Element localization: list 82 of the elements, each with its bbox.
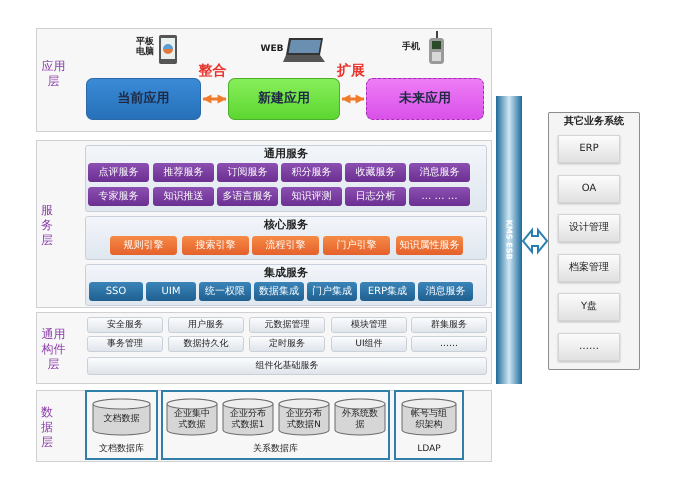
layer-label: 通用构件层 bbox=[41, 327, 66, 372]
service-group-panel bbox=[85, 216, 487, 260]
application-box: 未来应用 bbox=[366, 78, 484, 120]
integration-button: 数据集成 bbox=[254, 282, 304, 301]
double-arrow bbox=[341, 94, 365, 104]
service-button: 收藏服务 bbox=[345, 163, 406, 182]
system-box: Y盘 bbox=[558, 293, 620, 321]
service-button: 知识推送 bbox=[153, 187, 214, 206]
engine-button: 规则引擎 bbox=[110, 236, 177, 255]
device-label: 手机 bbox=[401, 43, 421, 53]
integration-button: 统一权限 bbox=[199, 282, 251, 301]
database-label: LDAP bbox=[416, 444, 442, 454]
layer-panel bbox=[36, 390, 492, 462]
service-button: 点评服务 bbox=[88, 163, 149, 182]
component-box: 元数据管理 bbox=[249, 317, 325, 333]
component-box: 数据持久化 bbox=[168, 336, 244, 352]
system-box: ERP bbox=[558, 135, 620, 163]
database-label: 关系数据库 bbox=[252, 444, 299, 454]
group-heading: 集成服务 bbox=[264, 267, 308, 280]
layer-panel bbox=[36, 312, 492, 384]
layer-label: 服务层 bbox=[41, 203, 53, 248]
service-button: 推荐服务 bbox=[153, 163, 214, 182]
system-box: 档案管理 bbox=[558, 254, 620, 282]
edge-label: 扩展 bbox=[337, 62, 365, 80]
integration-button: 消息服务 bbox=[418, 282, 473, 301]
service-button: 专家服务 bbox=[88, 187, 149, 206]
service-button: … … … bbox=[409, 187, 470, 206]
engine-button: 搜索引擎 bbox=[182, 236, 249, 255]
service-group-panel bbox=[85, 264, 487, 306]
service-button: 积分服务 bbox=[281, 163, 342, 182]
database-cylinder: 帐号与组织架构 bbox=[401, 398, 457, 436]
component-box: 定时服务 bbox=[249, 336, 325, 352]
engine-button: 门户引擎 bbox=[323, 236, 390, 255]
integration-button: 门户集成 bbox=[307, 282, 357, 301]
service-bus-bar bbox=[496, 96, 522, 384]
database-cylinder: 文档数据 bbox=[92, 398, 151, 436]
service-group-panel bbox=[85, 145, 487, 212]
layer-label: 数据层 bbox=[41, 405, 53, 450]
component-box: UI组件 bbox=[331, 336, 407, 352]
database-group-frame bbox=[161, 390, 390, 460]
database-group-frame bbox=[394, 390, 464, 460]
integration-button: UIM bbox=[146, 282, 196, 301]
component-box: 事务管理 bbox=[87, 336, 163, 352]
database-group-frame bbox=[85, 390, 158, 460]
database-cylinder: 企业分布式数据N bbox=[278, 398, 330, 436]
service-button: 多语言服务 bbox=[217, 187, 278, 206]
database-cylinder: 企业分布式数据1 bbox=[222, 398, 274, 436]
database-label: 文档数据库 bbox=[98, 444, 145, 454]
service-button: 消息服务 bbox=[409, 163, 470, 182]
engine-button: 流程引擎 bbox=[252, 236, 319, 255]
service-button: 日志分析 bbox=[345, 187, 406, 206]
component-box: 模块管理 bbox=[331, 317, 407, 333]
application-box: 新建应用 bbox=[228, 78, 340, 120]
engine-button: 知识属性服务 bbox=[396, 236, 463, 255]
device-label: WEB bbox=[260, 45, 284, 55]
database-cylinder: 外系统数据 bbox=[334, 398, 386, 436]
layer-label: 应用层 bbox=[41, 59, 66, 89]
component-box: 群集服务 bbox=[411, 317, 487, 333]
group-heading: 核心服务 bbox=[264, 219, 308, 232]
database-cylinder: 企业集中式数据 bbox=[166, 398, 218, 436]
layer-panel bbox=[36, 28, 492, 132]
double-arrow bbox=[202, 94, 227, 104]
integration-button: ERP集成 bbox=[360, 282, 415, 301]
system-box: 设计管理 bbox=[558, 214, 620, 242]
application-box: 当前应用 bbox=[86, 78, 201, 120]
device-label: 平板电脑 bbox=[135, 38, 155, 58]
component-box: 组件化基础服务 bbox=[87, 357, 487, 375]
group-heading: 通用服务 bbox=[264, 148, 308, 161]
component-box: …… bbox=[411, 336, 487, 352]
edge-label: 整合 bbox=[198, 62, 226, 80]
service-button: 订阅服务 bbox=[217, 163, 278, 182]
integration-button: SSO bbox=[89, 282, 143, 301]
component-box: 安全服务 bbox=[87, 317, 163, 333]
panel-heading: 其它业务系统 bbox=[563, 116, 625, 128]
system-list-panel bbox=[548, 112, 640, 370]
service-button: 知识评测 bbox=[281, 187, 342, 206]
component-box: 用户服务 bbox=[168, 317, 244, 333]
double-arrow bbox=[522, 227, 548, 255]
system-box: …… bbox=[558, 333, 620, 361]
bus-label: KMS ESB bbox=[504, 220, 514, 260]
layer-panel bbox=[36, 140, 492, 308]
system-box: OA bbox=[558, 175, 620, 203]
